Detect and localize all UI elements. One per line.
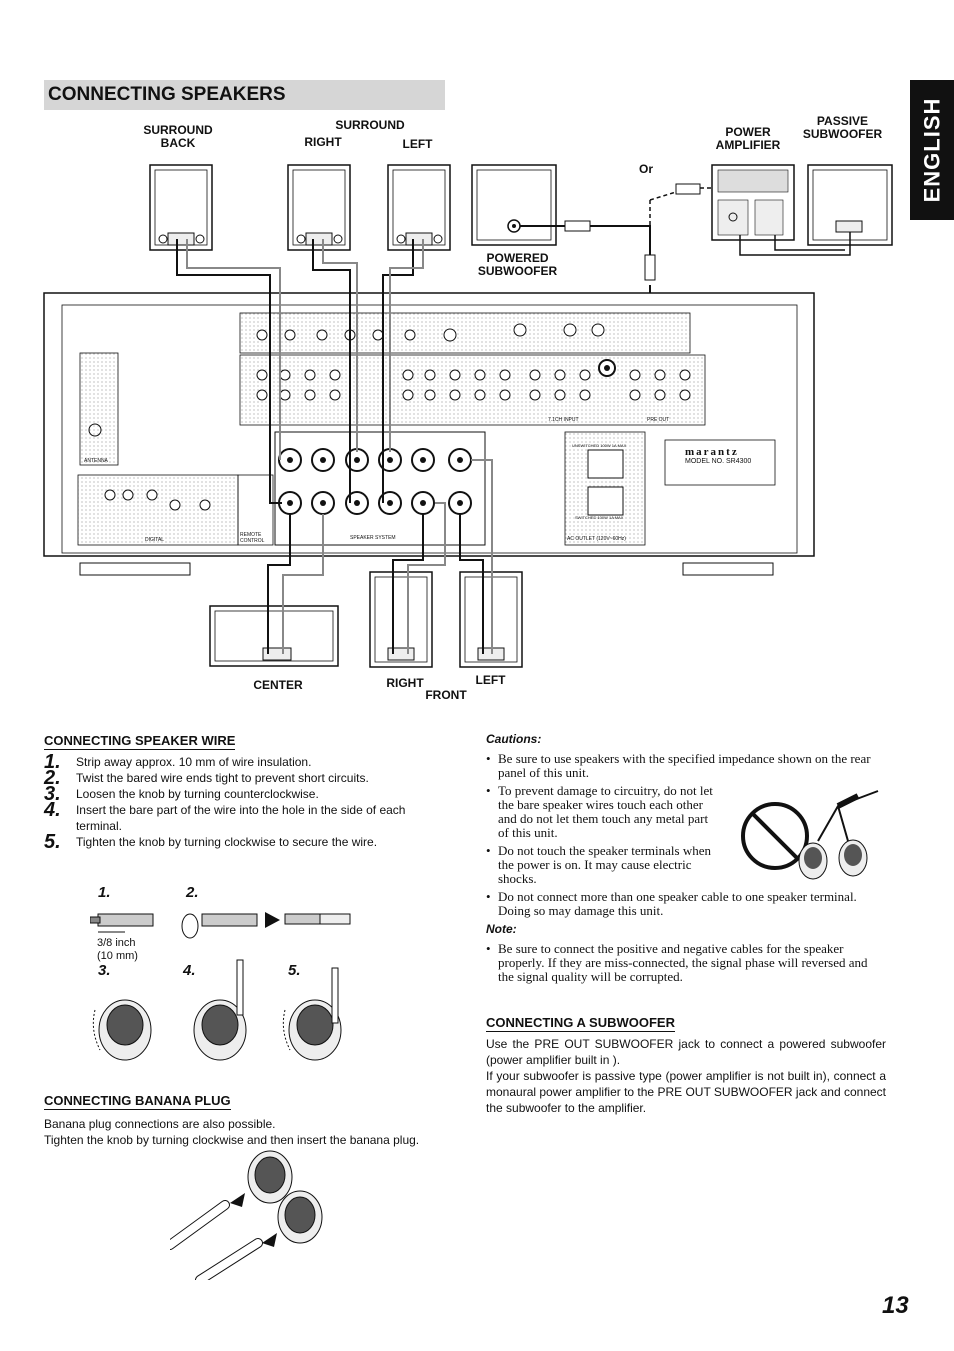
banana-line-2: Tighten the knob by turning clockwise an… — [44, 1133, 420, 1147]
speaker-surround-back — [149, 164, 213, 251]
bullet-icon: • — [486, 941, 491, 956]
step-item: 4. Insert the bare part of the wire into … — [44, 799, 454, 834]
speaker-front-right — [369, 571, 433, 668]
banana-plug-illustration — [170, 1150, 323, 1280]
label-powered-subwoofer: POWERED SUBWOOFER — [477, 251, 558, 278]
receiver-unswitched: UNSWITCHED 100W 1A MAX — [572, 443, 627, 448]
bullet-icon: • — [486, 889, 491, 904]
subwoofer-title: CONNECTING A SUBWOOFER — [486, 1015, 675, 1032]
figure-step-3: 3. — [98, 962, 111, 979]
receiver-remote-control: REMOTE CONTROL — [240, 532, 265, 544]
label-front-right: RIGHT — [386, 676, 424, 690]
receiver-digital: DIGITAL — [145, 537, 165, 543]
speaker-wire-section: CONNECTING SPEAKER WIRE 1. Strip away app… — [44, 732, 454, 853]
powered-subwoofer — [471, 164, 557, 246]
caution-text: To prevent damage to circuitry, do not l… — [498, 783, 713, 840]
step-item: 3. Loosen the knob by turning countercloc… — [44, 783, 454, 805]
step-text: Strip away approx. 10 mm of wire insulat… — [76, 755, 312, 769]
speaker-wire-title: CONNECTING SPEAKER WIRE — [44, 733, 236, 750]
figure-step-4: 4. — [183, 962, 196, 979]
receiver-antenna: ANTENNA — [84, 458, 108, 464]
label-center: CENTER — [253, 678, 303, 692]
caution-item: • Be sure to use speakers with the specif… — [486, 752, 886, 780]
cautions-section: Cautions: • Be sure to use speakers with … — [486, 732, 886, 988]
label-surround-right: RIGHT — [304, 135, 342, 149]
caution-item: • Do not connect more than one speaker ca… — [486, 890, 886, 918]
bullet-icon: • — [486, 783, 491, 798]
subwoofer-paragraph-2: If your subwoofer is passive type (power… — [486, 1069, 886, 1115]
receiver-71ch-input: 7.1CH INPUT — [548, 417, 579, 423]
receiver-switched: SWITCHED 100W 1A MAX — [575, 515, 624, 520]
label-power-amplifier: POWER AMPLIFIER — [715, 125, 781, 152]
banana-section: CONNECTING BANANA PLUG Banana plug conne… — [44, 1092, 464, 1148]
speaker-surround-right — [287, 164, 351, 251]
label-front: FRONT — [425, 688, 467, 702]
step-text: Tighten the knob by turning clockwise to… — [76, 835, 378, 849]
figure-step-1: 1. — [98, 884, 111, 901]
banana-title: CONNECTING BANANA PLUG — [44, 1093, 231, 1110]
note-text: Be sure to connect the positive and nega… — [498, 941, 868, 984]
label-surround-back: SURROUND BACK — [143, 123, 213, 150]
caution-item: • To prevent damage to circuitry, do not … — [486, 784, 886, 840]
caution-text: Do not connect more than one speaker cab… — [498, 889, 857, 918]
step-number: 3. — [44, 783, 61, 805]
step-number: 1. — [44, 751, 61, 773]
receiver-rear-panel — [43, 292, 815, 576]
speaker-connection-diagram — [43, 164, 893, 668]
section-title: CONNECTING SPEAKERS — [44, 80, 445, 110]
label-surround: SURROUND — [335, 118, 405, 132]
step-number: 4. — [44, 799, 61, 821]
caution-text: Do not touch the speaker terminals when … — [498, 843, 711, 886]
page-number: 13 — [882, 1292, 909, 1319]
caution-text: Be sure to use speakers with the specifi… — [498, 751, 871, 780]
receiver-pre-out: PRE OUT — [647, 417, 670, 423]
cautions-title: Cautions: — [486, 732, 542, 746]
receiver-ac-outlet: AC OUTLET (120V~60Hz) — [567, 536, 626, 542]
figure-step-5: 5. — [288, 962, 301, 979]
subwoofer-paragraph-1: Use the PRE OUT SUBWOOFER jack to connec… — [486, 1037, 886, 1067]
label-front-left: LEFT — [475, 673, 506, 687]
figure-measure-label: 3/8 inch (10 mm) — [97, 937, 138, 962]
step-text: Insert the bare part of the wire into th… — [75, 803, 406, 833]
language-tab-label: ENGLISH — [919, 97, 945, 203]
step-text: Loosen the knob by turning counterclockw… — [76, 787, 319, 801]
step-number: 5. — [44, 831, 61, 853]
wire-steps-illustration — [90, 912, 351, 1061]
subwoofer-section: CONNECTING A SUBWOOFER Use the PRE OUT S… — [486, 1014, 886, 1116]
prohibited-wire-touch-illustration — [741, 790, 879, 880]
step-item: 1. Strip away approx. 10 mm of wire insul… — [44, 751, 454, 773]
receiver-speaker-system: SPEAKER SYSTEM — [350, 535, 396, 541]
step-number: 2. — [44, 767, 61, 789]
step-text: Twist the bared wire ends tight to preve… — [76, 771, 369, 785]
passive-subwoofer — [807, 164, 893, 246]
speaker-center — [209, 605, 339, 667]
power-amplifier — [711, 164, 795, 241]
language-tab: ENGLISH — [910, 80, 954, 220]
bullet-icon: • — [486, 751, 491, 766]
receiver-brand: marantz — [685, 446, 739, 458]
receiver-model: MODEL NO. SR4300 — [685, 458, 752, 465]
note-title: Note: — [486, 922, 517, 936]
caution-item: • Do not touch the speaker terminals when… — [486, 844, 886, 886]
banana-line-1: Banana plug connections are also possibl… — [44, 1117, 276, 1131]
step-item: 5. Tighten the knob by turning clockwise … — [44, 831, 454, 853]
label-surround-left: LEFT — [402, 137, 433, 151]
label-or: Or — [638, 162, 653, 176]
label-passive-subwoofer: PASSIVE SUBWOOFER — [802, 114, 883, 141]
bullet-icon: • — [486, 843, 491, 858]
speaker-surround-left — [387, 164, 451, 251]
step-item: 2. Twist the bared wire ends tight to pre… — [44, 767, 454, 789]
note-item: • Be sure to connect the positive and neg… — [486, 942, 886, 984]
figure-step-2: 2. — [186, 884, 199, 901]
